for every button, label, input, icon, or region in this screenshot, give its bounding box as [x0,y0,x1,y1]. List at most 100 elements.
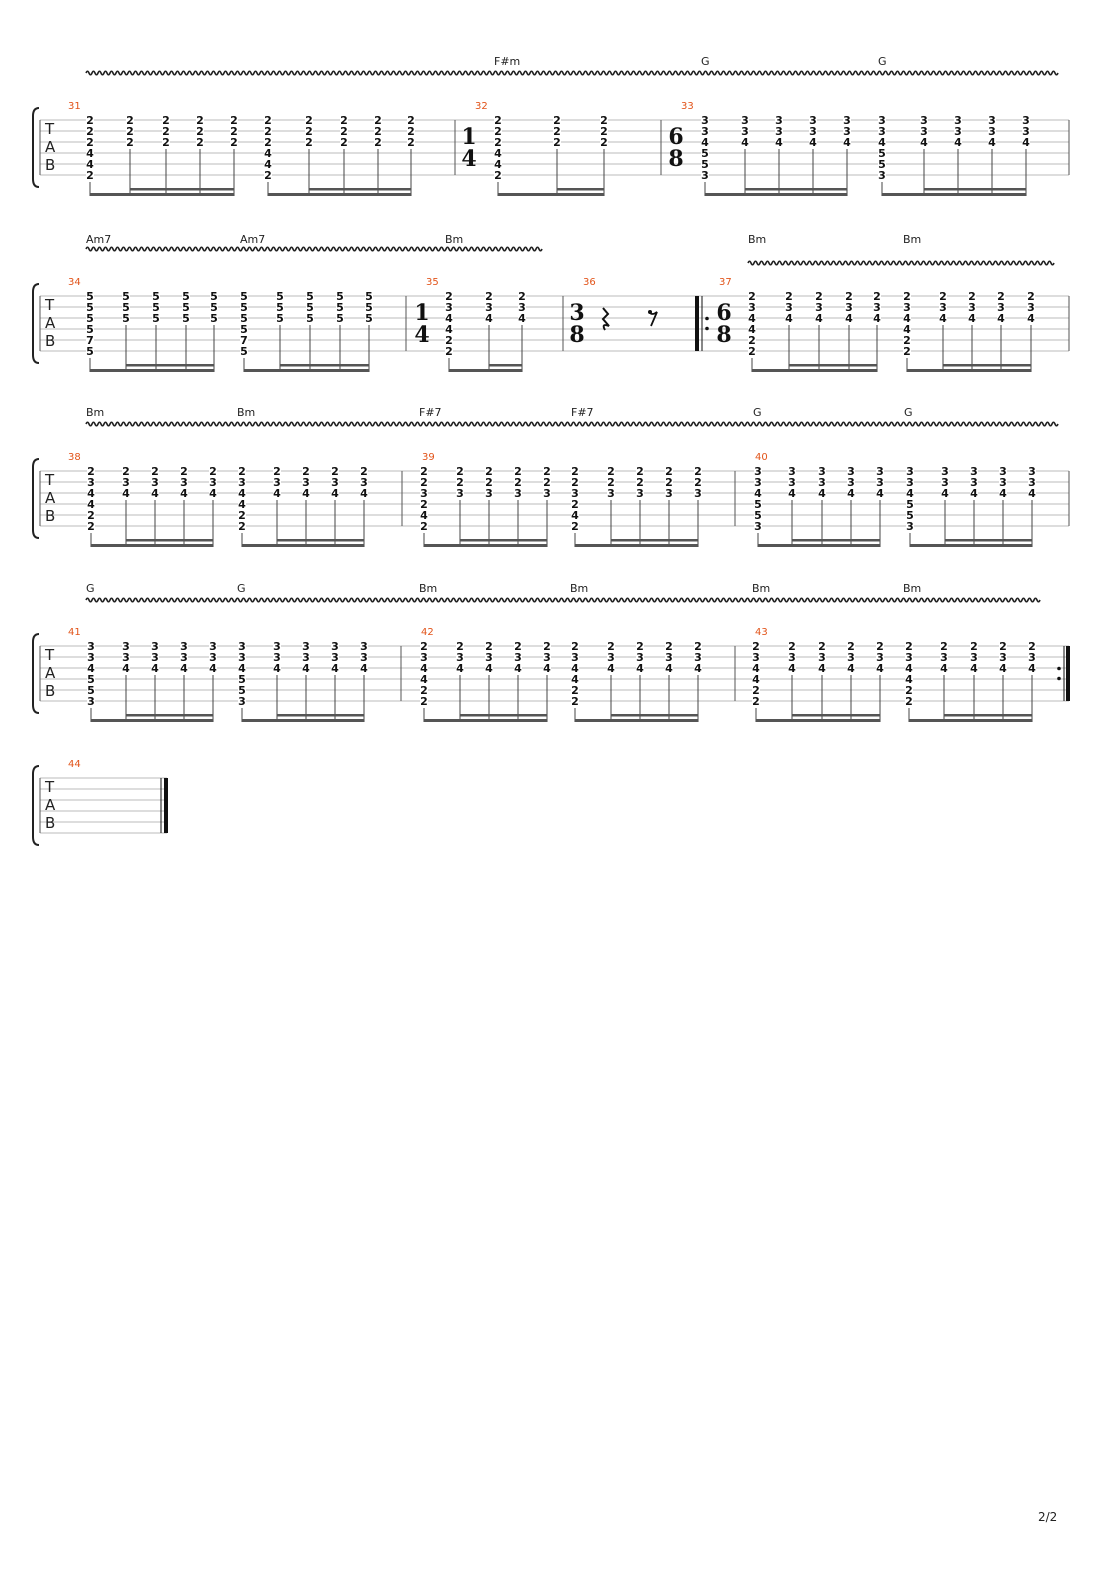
fret-mask [126,125,134,136]
fret-mask [514,487,522,498]
fret-mask [238,465,246,476]
fret-mask [420,662,428,673]
fret-number: 3 [847,465,855,478]
fret-mask [636,465,644,476]
fret-mask [847,662,855,673]
fret-number: 3 [485,301,493,314]
chord-name: F#7 [419,406,442,419]
fret-mask [1022,136,1030,147]
fret-mask [86,114,94,125]
fret-number: 5 [238,684,246,697]
fret-mask [775,114,783,125]
fret-mask [1028,465,1036,476]
fret-mask [360,651,368,662]
fret-mask [151,487,159,498]
fret-mask [209,487,217,498]
fret-number: 4 [607,662,615,675]
fret-mask [494,147,502,158]
fret-number: 2 [162,114,170,127]
fret-mask [941,465,949,476]
measure-number: 34 [68,277,81,288]
tab-clef-letter: A [45,138,56,156]
fret-mask [209,465,217,476]
fret-mask [607,640,615,651]
fret-mask [407,125,415,136]
beam-primary [90,369,214,372]
fret-number: 2 [518,290,526,303]
fret-number: 2 [407,125,415,138]
fret-number: 4 [997,312,1005,325]
fret-number: 2 [374,125,382,138]
fret-number: 3 [331,651,339,664]
fret-mask [209,662,217,673]
fret-number: 2 [374,114,382,127]
fret-number: 4 [238,662,246,675]
fret-number: 3 [906,465,914,478]
fret-mask [752,651,760,662]
fret-number: 5 [276,290,284,303]
fret-number: 2 [636,640,644,653]
fret-mask [694,487,702,498]
fret-number: 4 [788,662,796,675]
fret-number: 2 [665,476,673,489]
fret-number: 3 [873,301,881,314]
fret-number: 4 [999,662,1007,675]
fret-mask [264,169,272,180]
time-signature-top: 1 [414,300,429,326]
fret-mask [999,487,1007,498]
fret-mask [331,651,339,662]
fret-number: 3 [741,125,749,138]
fret-mask [754,520,762,531]
measure-number: 37 [719,277,732,288]
fret-number: 2 [485,465,493,478]
fret-number: 4 [843,136,851,149]
fret-number: 3 [302,640,310,653]
fret-mask [336,312,344,323]
fret-mask [876,662,884,673]
fret-mask [196,125,204,136]
fret-mask [600,125,608,136]
fret-mask [906,509,914,520]
fret-number: 2 [607,476,615,489]
fret-mask [815,312,823,323]
fret-number: 3 [180,476,188,489]
fret-number: 3 [815,301,823,314]
fret-mask [494,114,502,125]
fret-mask [230,114,238,125]
fret-number: 2 [420,640,428,653]
fret-number: 4 [701,136,709,149]
fret-number: 2 [126,136,134,149]
time-signature-top: 3 [569,300,584,326]
fret-mask [785,301,793,312]
fret-number: 5 [878,147,886,160]
time-signature-bottom: 8 [716,322,731,348]
fret-number: 3 [485,651,493,664]
beam-primary [758,544,880,547]
fret-mask [843,125,851,136]
fret-number: 2 [514,640,522,653]
tab-clef-letter: B [45,682,55,700]
fret-mask [407,136,415,147]
fret-mask [331,465,339,476]
fret-mask [741,125,749,136]
fret-mask [905,695,913,706]
fret-number: 2 [903,345,911,358]
chord-name: F#7 [571,406,594,419]
fret-number: 5 [182,290,190,303]
fret-mask [456,487,464,498]
fret-number: 2 [126,125,134,138]
fret-mask [273,487,281,498]
fret-mask [970,476,978,487]
fret-mask [873,290,881,301]
fret-number: 4 [847,662,855,675]
beam-secondary [460,714,547,717]
fret-mask [122,651,130,662]
fret-number: 3 [238,651,246,664]
fret-mask [87,695,95,706]
fret-number: 4 [905,662,913,675]
fret-number: 2 [126,114,134,127]
fret-number: 3 [636,487,644,500]
fret-mask [122,662,130,673]
tab-clef-letter: T [44,646,55,664]
